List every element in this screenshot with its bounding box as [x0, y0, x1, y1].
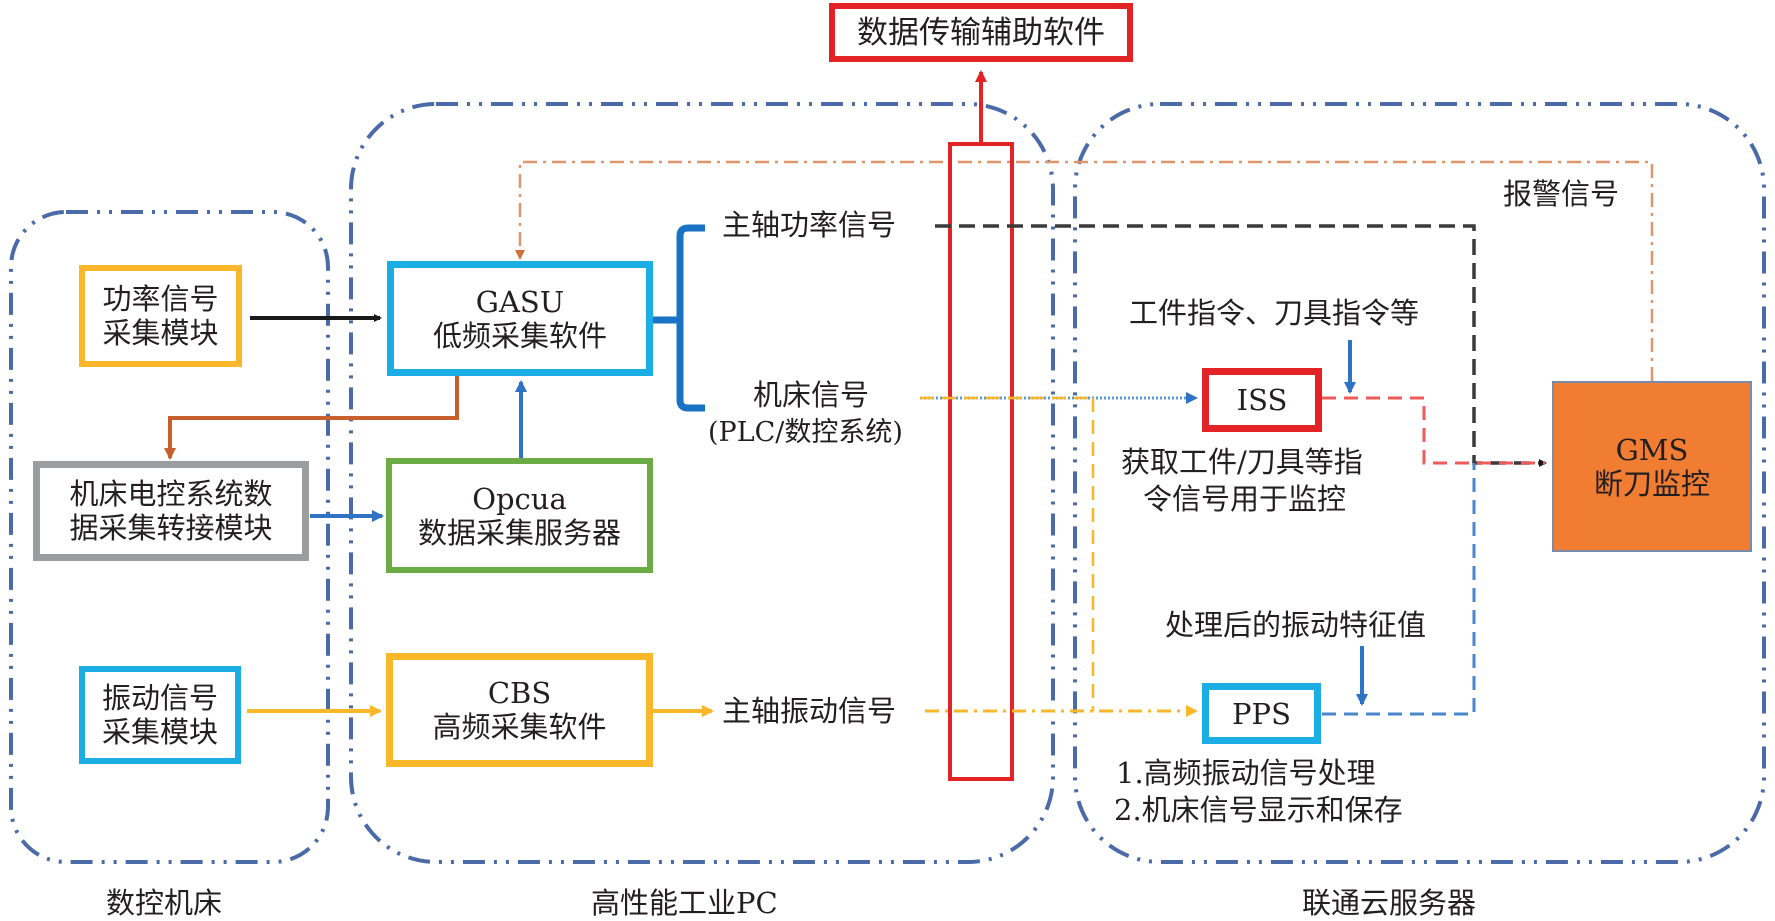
- gasu-subtitle: 低频采集软件: [432, 318, 607, 353]
- iss-title: ISS: [1236, 383, 1288, 417]
- pps-to-gms-line: [1322, 463, 1476, 716]
- cbs-box: CBS 高频采集软件: [386, 653, 653, 767]
- gms-subtitle: 断刀监控: [1593, 466, 1710, 501]
- gasu-title: GASU: [475, 284, 565, 319]
- commands-label: 工件指令、刀具指令等: [1129, 296, 1420, 330]
- vibration-signal-module: 振动信号 采集模块: [79, 666, 241, 764]
- data-transfer-bar: [948, 142, 1014, 781]
- power-module-line2: 采集模块: [102, 316, 219, 350]
- electric-module-line2: 据采集转接模块: [69, 511, 273, 545]
- cbs-subtitle: 高频采集软件: [432, 710, 607, 744]
- machine-signal-label: 机床信号: [753, 378, 870, 412]
- machine-signal-sublabel: (PLC/数控系统): [708, 417, 903, 448]
- data-transfer-software-label: 数据传输辅助软件: [857, 14, 1105, 51]
- iss-description-line2: 令信号用于监控: [1143, 482, 1347, 516]
- gms-box: GMS 断刀监控: [1552, 381, 1752, 552]
- vibration-module-line2: 采集模块: [101, 715, 218, 749]
- opcua-subtitle: 数据采集服务器: [417, 515, 621, 550]
- iss-to-gms-line: [1322, 396, 1545, 465]
- vibration-module-line1: 振动信号: [101, 681, 218, 715]
- pps-description-line1: 1.高频振动信号处理: [1116, 756, 1376, 790]
- region-cloud-outline: [1073, 102, 1766, 864]
- data-transfer-software-box: 数据传输辅助软件: [829, 3, 1133, 62]
- region-cloud-label: 联通云服务器: [1302, 886, 1477, 920]
- spindle-vibration-label: 主轴振动信号: [722, 694, 897, 728]
- iss-box: ISS: [1202, 368, 1322, 432]
- pps-box: PPS: [1202, 683, 1321, 744]
- spindle-power-line: [935, 224, 1547, 467]
- pps-title: PPS: [1232, 696, 1291, 731]
- power-signal-module: 功率信号 采集模块: [79, 265, 242, 367]
- pps-description-line2: 2.机床信号显示和保存: [1114, 793, 1403, 827]
- alarm-signal-line: [515, 160, 1654, 381]
- region-cnc-outline: [9, 210, 330, 864]
- region-pc-label: 高性能工业PC: [591, 886, 778, 920]
- gms-title: GMS: [1615, 432, 1689, 467]
- gasu-box: GASU 低频采集软件: [387, 261, 653, 376]
- region-cnc-label: 数控机床: [106, 886, 223, 920]
- opcua-title: Opcua: [472, 481, 567, 516]
- cbs-title: CBS: [487, 676, 552, 710]
- opcua-box: Opcua 数据采集服务器: [386, 458, 653, 573]
- alarm-signal-label: 报警信号: [1503, 177, 1620, 211]
- gasu-to-electric-arrow: [164, 376, 459, 460]
- vibration-features-label: 处理后的振动特征值: [1165, 608, 1427, 642]
- electric-control-module: 机床电控系统数 据采集转接模块: [33, 461, 309, 561]
- electric-module-line1: 机床电控系统数: [69, 477, 273, 511]
- region-pc-outline: [349, 102, 1055, 864]
- gasu-output-bracket: [653, 224, 705, 412]
- power-module-line1: 功率信号: [102, 282, 219, 316]
- spindle-power-label: 主轴功率信号: [722, 208, 897, 242]
- iss-description-line1: 获取工件/刀具等指: [1121, 445, 1363, 479]
